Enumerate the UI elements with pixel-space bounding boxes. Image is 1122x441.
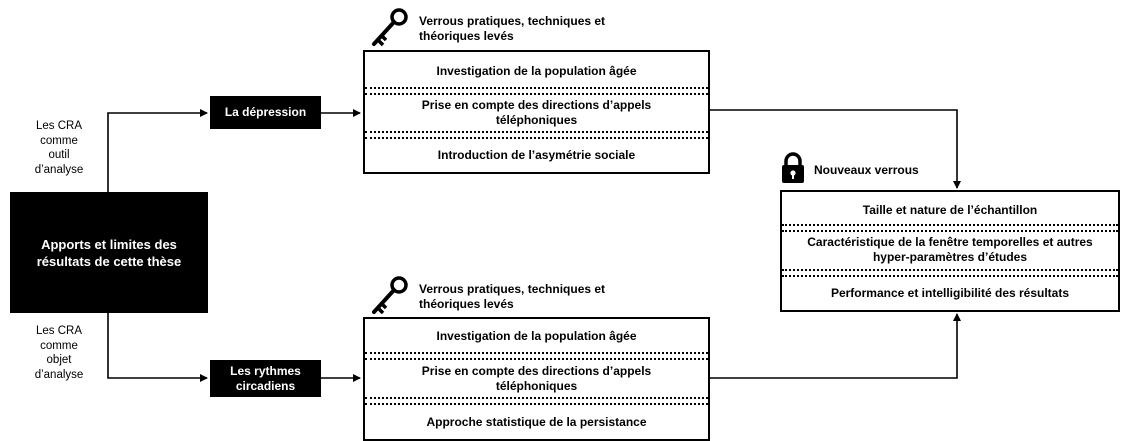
top-panel-caption: Verrous pratiques, techniques et théoriq…: [419, 14, 605, 44]
row-divider: [365, 87, 708, 89]
bottom-panel-row: Prise en compte des directions d’appels …: [421, 364, 652, 393]
arrow-bottom-to-right: [710, 313, 961, 379]
row-divider: [782, 224, 1118, 226]
side-label-line: d’analyse: [34, 163, 84, 176]
side-label-line: d’analyse: [34, 368, 84, 381]
caption-line: théoriques levés: [419, 29, 514, 43]
right-panel-row: Performance et intelligibilité des résul…: [830, 285, 1070, 300]
caption-line: Verrous pratiques, techniques et: [419, 14, 606, 28]
side-label-objet: Les CRA comme objet d’analyse: [19, 324, 99, 382]
side-label-line: Les CRA: [35, 325, 83, 337]
lock-icon: [782, 152, 804, 183]
rythmes-box: Les rythmes circadiens: [210, 360, 321, 397]
row-divider: [365, 131, 708, 133]
row-divider: [365, 352, 708, 354]
top-panel-row: Introduction de l’asymétrie sociale: [437, 147, 636, 162]
side-label-line: comme: [40, 134, 78, 147]
depression-label: La dépression: [224, 105, 307, 119]
central-box-label: Apports et limites des résultats de cett…: [36, 236, 182, 269]
side-label-line: objet: [46, 354, 72, 366]
arrow-top-to-right: [710, 109, 961, 189]
rythmes-label-line: circadiens: [235, 378, 296, 393]
right-panel-row: Caractéristique de la fenêtre temporelle…: [807, 235, 1093, 264]
row-divider: [782, 269, 1118, 271]
arrow-to-depression: [107, 109, 208, 192]
depression-box: La dépression: [210, 96, 321, 129]
right-panel-row: Taille et nature de l’échantillon: [862, 202, 1038, 217]
row-divider: [782, 275, 1118, 277]
top-panel: Investigation de la population âgée Pris…: [363, 50, 710, 174]
side-label-line: outil: [48, 149, 70, 161]
side-label-line: Les CRA: [35, 120, 83, 132]
row-divider: [365, 403, 708, 405]
right-panel-caption: Nouveaux verrous: [814, 163, 919, 177]
row-divider: [365, 93, 708, 95]
side-label-outil: Les CRA comme outil d’analyse: [19, 119, 99, 177]
side-label-line: comme: [40, 339, 78, 352]
row-divider: [782, 230, 1118, 232]
caption-line: théoriques levés: [419, 297, 514, 311]
central-box: Apports et limites des résultats de cett…: [10, 192, 208, 313]
caption-line: Verrous pratiques, techniques et: [419, 282, 606, 296]
top-panel-row: Investigation de la population âgée: [436, 63, 637, 78]
row-divider: [365, 397, 708, 399]
row-divider: [365, 137, 708, 139]
rythmes-label-line: Les rythmes: [230, 363, 301, 378]
bottom-panel-row: Investigation de la population âgée: [436, 328, 637, 343]
key-icon: [372, 8, 408, 47]
bottom-panel: Investigation de la population âgée Pris…: [363, 317, 710, 441]
key-icon: [372, 276, 408, 315]
row-divider: [365, 358, 708, 360]
right-panel: Taille et nature de l’échantillon Caract…: [780, 190, 1120, 312]
top-panel-row: Prise en compte des directions d’appels …: [421, 98, 652, 127]
bottom-panel-row: Approche statistique de la persistance: [426, 414, 647, 429]
bottom-panel-caption: Verrous pratiques, techniques et théoriq…: [419, 282, 605, 312]
arrow-to-rythmes: [107, 313, 208, 382]
